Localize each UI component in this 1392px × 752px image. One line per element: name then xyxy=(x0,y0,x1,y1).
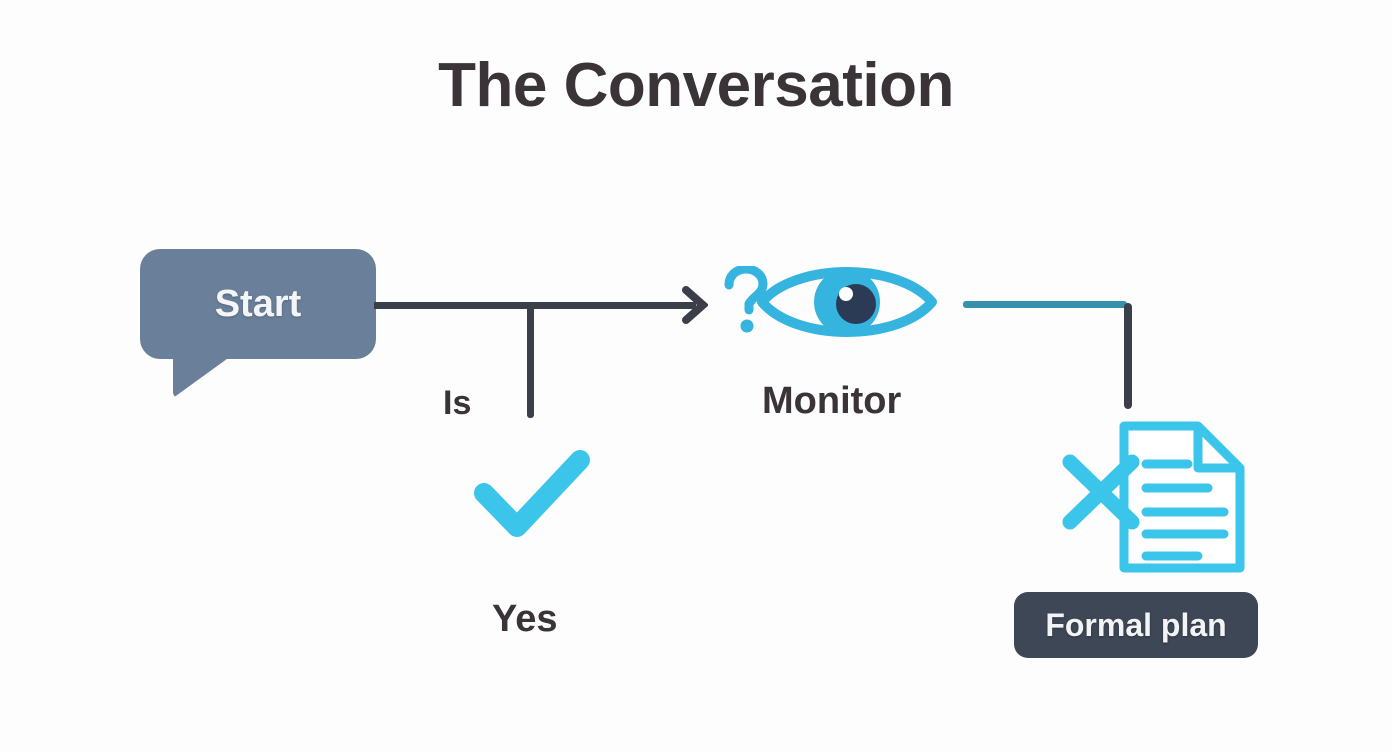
node-formal-plan-pill[interactable] xyxy=(1014,592,1258,658)
check-icon xyxy=(474,450,590,537)
speech-bubble-tail-icon xyxy=(173,356,231,398)
node-formal-plan-label: Formal plan xyxy=(1045,606,1227,643)
arrow-right-icon xyxy=(682,286,708,324)
node-start-bubble[interactable] xyxy=(140,249,376,359)
page-title: The Conversation xyxy=(438,51,954,120)
connector-branch-to-yes xyxy=(527,305,534,418)
document-cancelled-icon xyxy=(1062,421,1245,573)
connector-start-to-monitor xyxy=(374,302,696,309)
eye-icon xyxy=(757,267,937,337)
connector-label-is: Is xyxy=(443,384,472,422)
node-yes-label: Yes xyxy=(492,598,558,640)
node-monitor-label: Monitor xyxy=(762,380,902,422)
question-mark-icon xyxy=(724,266,768,333)
connector-monitor-to-plan xyxy=(963,301,1127,308)
connector-plan-drop xyxy=(1124,303,1132,409)
node-start-label: Start xyxy=(214,282,302,325)
